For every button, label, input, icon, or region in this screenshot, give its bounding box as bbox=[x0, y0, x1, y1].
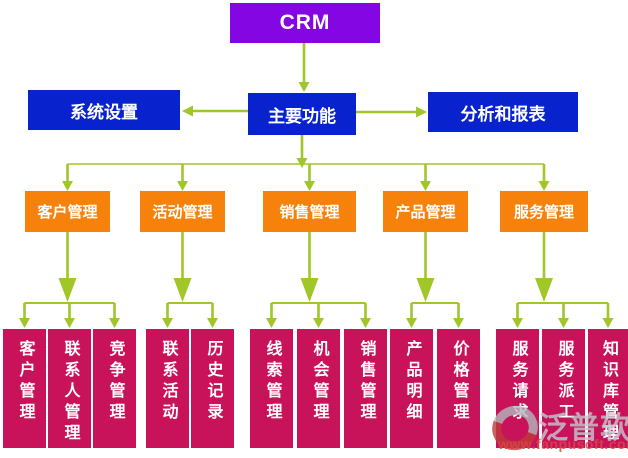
watermark: 泛普软件 www.fanpusoft.com bbox=[484, 398, 628, 458]
leaf-label: 线索管理 bbox=[263, 340, 281, 424]
node-main-functions: 主要功能 bbox=[248, 93, 356, 135]
node-crm: CRM bbox=[230, 3, 380, 43]
leaf-label: 产品明细 bbox=[403, 340, 421, 424]
leaf-label: 客户管理 bbox=[16, 340, 34, 424]
leaf-product-detail: 产品明细 bbox=[390, 329, 433, 448]
leaf-opportunity-mgmt: 机会管理 bbox=[297, 329, 340, 448]
leaf-label: 知识库管理 bbox=[600, 340, 617, 445]
leaf-label: 竞争管理 bbox=[106, 340, 124, 424]
node-customer-mgmt: 客户管理 bbox=[25, 191, 110, 232]
leaf-competition-mgmt: 竞争管理 bbox=[93, 329, 136, 448]
node-product-mgmt: 产品管理 bbox=[383, 191, 468, 232]
leaf-sales-mgmt: 销售管理 bbox=[344, 329, 387, 448]
watermark-brand: 泛普软件 bbox=[538, 412, 628, 445]
leaf-label: 机会管理 bbox=[310, 340, 328, 424]
watermark-url: www.fanpusoft.com bbox=[498, 436, 628, 452]
node-analysis-reports: 分析和报表 bbox=[428, 92, 578, 132]
leaf-label: 历史记录 bbox=[204, 340, 222, 424]
leaf-history-record: 历史记录 bbox=[191, 329, 234, 448]
leaf-label: 服务请求 bbox=[509, 340, 527, 424]
leaf-label: 销售管理 bbox=[357, 340, 375, 424]
node-activity-mgmt: 活动管理 bbox=[140, 191, 225, 232]
leaf-label: 价格管理 bbox=[450, 340, 468, 424]
leaf-contact-activity: 联系活动 bbox=[146, 329, 189, 448]
node-system-settings: 系统设置 bbox=[28, 90, 180, 130]
leaf-knowledge-base-mgmt: 知识库管理 bbox=[588, 329, 628, 448]
leaf-label: 联系人管理 bbox=[61, 340, 79, 445]
leaf-service-request: 服务请求 bbox=[496, 329, 539, 448]
leaf-label: 服务派工 bbox=[555, 340, 573, 424]
leaf-price-mgmt: 价格管理 bbox=[437, 329, 480, 448]
leaf-service-dispatch: 服务派工 bbox=[542, 329, 585, 448]
leaf-lead-mgmt: 线索管理 bbox=[250, 329, 293, 448]
leaf-contact-mgmt: 联系人管理 bbox=[48, 329, 91, 448]
leaf-label: 联系活动 bbox=[159, 340, 177, 424]
node-service-mgmt: 服务管理 bbox=[500, 191, 588, 232]
node-sales-mgmt: 销售管理 bbox=[263, 191, 356, 232]
leaf-customer-mgmt: 客户管理 bbox=[3, 329, 46, 448]
